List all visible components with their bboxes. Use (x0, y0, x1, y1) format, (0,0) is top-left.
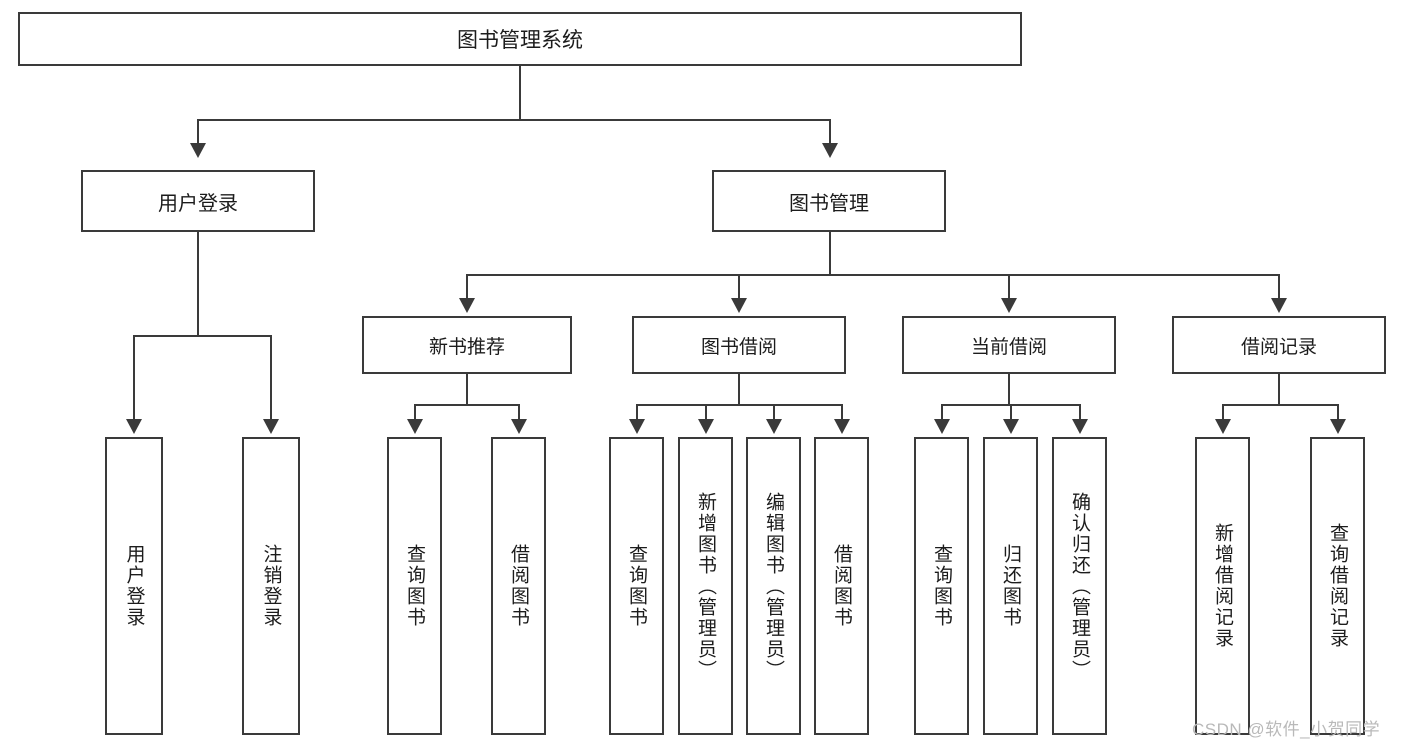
arrow-to-leaf-edit-book (766, 419, 782, 434)
node-borrow-record[interactable]: 借阅记录 (1172, 316, 1386, 374)
leaf-label: 查询图书 (626, 544, 647, 628)
leaf-label: 注销登录 (260, 544, 282, 628)
connector-br-bus (1222, 404, 1339, 406)
watermark-text: CSDN @软件_小贺同学 (1192, 720, 1381, 739)
connector-bb-bus (636, 404, 843, 406)
arrow-to-user-login (190, 143, 206, 158)
leaf-label: 确认归还（管理员） (1069, 491, 1090, 681)
arrow-to-leaf-add-book (698, 419, 714, 434)
connector-cb-drop-1 (941, 404, 943, 421)
leaf-confirm-return-admin[interactable]: 确认归还（管理员） (1052, 437, 1107, 735)
leaf-label: 查询借阅记录 (1327, 523, 1348, 649)
node-root-system[interactable]: 图书管理系统 (18, 12, 1022, 66)
node-user-login[interactable]: 用户登录 (81, 170, 315, 232)
leaf-borrow-book-2[interactable]: 借阅图书 (814, 437, 869, 735)
connector-user-login-bus (133, 335, 272, 337)
leaf-logout-login[interactable]: 注销登录 (242, 437, 300, 735)
arrow-to-new-book-recommend (459, 298, 475, 313)
node-label: 图书借阅 (700, 336, 777, 358)
connector-nbr-drop-1 (414, 404, 416, 421)
arrow-to-leaf-query-book-2 (629, 419, 645, 434)
leaf-query-book-2[interactable]: 查询图书 (609, 437, 664, 735)
arrow-to-leaf-add-record (1215, 419, 1231, 434)
connector-user-login-drop-2 (270, 335, 272, 421)
connector-root-drop-2 (829, 119, 831, 145)
connector-bm-drop-1 (466, 274, 468, 300)
connector-bb-drop-3 (773, 404, 775, 421)
connector-root-drop-1 (197, 119, 199, 145)
connector-br-drop-1 (1222, 404, 1224, 421)
connector-nbr-bus (414, 404, 520, 406)
node-label: 新书推荐 (428, 336, 505, 358)
connector-book-management-bus (466, 274, 1279, 276)
connector-bb-drop-1 (636, 404, 638, 421)
connector-bm-drop-3 (1008, 274, 1010, 300)
node-label: 借阅记录 (1240, 336, 1317, 358)
connector-root-stem (519, 66, 521, 119)
connector-br-drop-2 (1337, 404, 1339, 421)
arrow-to-leaf-query-record (1330, 419, 1346, 434)
connector-bb-drop-2 (705, 404, 707, 421)
leaf-query-book-1[interactable]: 查询图书 (387, 437, 442, 735)
arrow-to-borrow-record (1271, 298, 1287, 313)
leaf-add-borrow-record[interactable]: 新增借阅记录 (1195, 437, 1250, 735)
leaf-label: 用户登录 (123, 544, 145, 628)
connector-br-stem (1278, 374, 1280, 404)
arrow-to-leaf-return-book (1003, 419, 1019, 434)
leaf-borrow-book-1[interactable]: 借阅图书 (491, 437, 546, 735)
connector-cb-stem (1008, 374, 1010, 404)
leaf-return-book[interactable]: 归还图书 (983, 437, 1038, 735)
leaf-label: 新增借阅记录 (1212, 523, 1233, 649)
arrow-to-leaf-logout (263, 419, 279, 434)
arrow-to-leaf-user-login (126, 419, 142, 434)
connector-user-login-stem (197, 232, 199, 335)
leaf-label: 编辑图书（管理员） (763, 491, 784, 681)
node-book-borrow[interactable]: 图书借阅 (632, 316, 846, 374)
connector-cb-drop-3 (1079, 404, 1081, 421)
node-label: 用户登录 (158, 192, 238, 215)
connector-bm-drop-2 (738, 274, 740, 300)
leaf-label: 借阅图书 (508, 544, 529, 628)
connector-bb-stem (738, 374, 740, 404)
arrow-to-leaf-query-book-1 (407, 419, 423, 434)
connector-root-bus (197, 119, 831, 121)
connector-bm-drop-4 (1278, 274, 1280, 300)
leaf-edit-book-admin[interactable]: 编辑图书（管理员） (746, 437, 801, 735)
node-label: 当前借阅 (970, 336, 1047, 358)
node-label: 图书管理系统 (457, 29, 583, 52)
node-new-book-recommend[interactable]: 新书推荐 (362, 316, 572, 374)
connector-nbr-drop-2 (518, 404, 520, 421)
leaf-user-login[interactable]: 用户登录 (105, 437, 163, 735)
leaf-label: 新增图书（管理员） (695, 491, 716, 681)
node-current-borrow[interactable]: 当前借阅 (902, 316, 1116, 374)
connector-book-management-stem (829, 232, 831, 274)
connector-user-login-drop-1 (133, 335, 135, 421)
node-label: 图书管理 (789, 192, 869, 215)
arrow-to-leaf-query-book-3 (934, 419, 950, 434)
arrow-to-leaf-borrow-book-1 (511, 419, 527, 434)
leaf-add-book-admin[interactable]: 新增图书（管理员） (678, 437, 733, 735)
connector-cb-drop-2 (1010, 404, 1012, 421)
connector-nbr-stem (466, 374, 468, 404)
arrow-to-current-borrow (1001, 298, 1017, 313)
leaf-label: 借阅图书 (831, 544, 852, 628)
connector-bb-drop-4 (841, 404, 843, 421)
arrow-to-leaf-borrow-book-2 (834, 419, 850, 434)
leaf-query-borrow-record[interactable]: 查询借阅记录 (1310, 437, 1365, 735)
arrow-to-leaf-confirm-return (1072, 419, 1088, 434)
leaf-label: 查询图书 (931, 544, 952, 628)
leaf-label: 查询图书 (404, 544, 425, 628)
node-book-management[interactable]: 图书管理 (712, 170, 946, 232)
arrow-to-book-management (822, 143, 838, 158)
arrow-to-book-borrow (731, 298, 747, 313)
leaf-query-book-3[interactable]: 查询图书 (914, 437, 969, 735)
leaf-label: 归还图书 (1000, 544, 1021, 628)
